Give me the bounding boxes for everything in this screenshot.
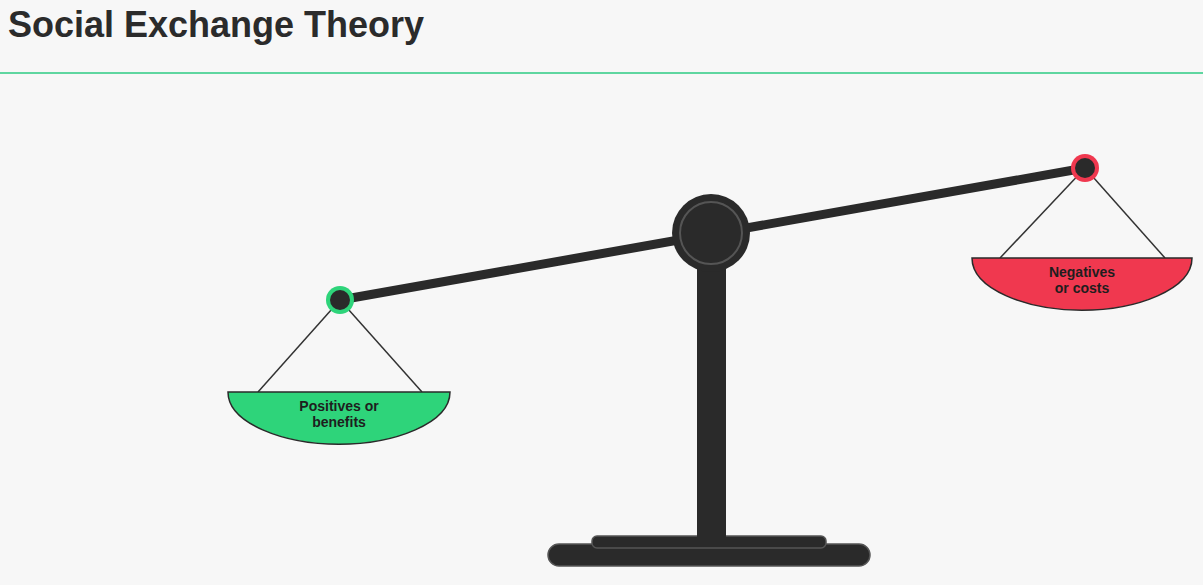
scale-pan: Negatives or costs xyxy=(972,258,1192,310)
scale-pan: Positives or benefits xyxy=(228,392,450,444)
beam-knob-core xyxy=(330,290,350,310)
pan-bowl xyxy=(972,258,1192,310)
pan-label: Positives or benefits xyxy=(289,392,389,430)
scale-pole xyxy=(697,262,726,540)
scale-pivot xyxy=(672,194,750,272)
beam-knob xyxy=(1071,154,1099,182)
beam-knob xyxy=(326,286,354,314)
scale-string xyxy=(1085,168,1165,258)
title-rule xyxy=(0,72,1203,74)
scale-pivot-ring xyxy=(680,202,742,264)
pan-label: Negatives or costs xyxy=(1042,258,1122,296)
beam-knob-core xyxy=(1075,158,1095,178)
pan-bowl xyxy=(228,392,450,444)
scale-string xyxy=(340,300,422,392)
page-title: Social Exchange Theory xyxy=(8,4,424,46)
scale-string xyxy=(258,300,340,392)
scale-beam xyxy=(340,168,1085,300)
